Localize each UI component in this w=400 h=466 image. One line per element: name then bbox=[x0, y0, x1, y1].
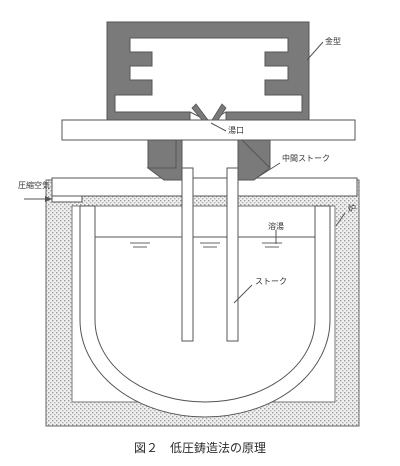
crucible bbox=[79, 205, 331, 418]
surface-ripples bbox=[130, 242, 282, 248]
label-stoke: ストーク bbox=[255, 277, 287, 286]
figure-caption: 図２ 低圧鋳造法の原理 bbox=[134, 441, 266, 455]
label-compressed-air: 圧縮空気 bbox=[18, 180, 50, 190]
label-furnace: 炉 bbox=[348, 203, 356, 213]
leader-intermediate-stoke bbox=[257, 162, 281, 178]
leader-stoke bbox=[233, 284, 253, 304]
air-inlet-pipe bbox=[51, 195, 83, 203]
label-intermediate-stoke: 中間ストーク bbox=[282, 153, 330, 163]
furnace-lid bbox=[51, 177, 358, 197]
mold-plate bbox=[61, 119, 356, 141]
mold-cavity bbox=[114, 37, 303, 121]
label-gate: 湯口 bbox=[228, 125, 244, 135]
stoke-right-wall bbox=[226, 167, 239, 342]
compressed-air-arrowhead bbox=[45, 196, 52, 202]
leader-gate bbox=[210, 122, 227, 132]
label-mold: 金型 bbox=[325, 36, 341, 46]
stoke-left-wall bbox=[181, 167, 194, 342]
label-molten-metal: 溶湯 bbox=[268, 221, 284, 231]
leader-furnace bbox=[335, 212, 346, 227]
leader-mold bbox=[306, 41, 324, 61]
